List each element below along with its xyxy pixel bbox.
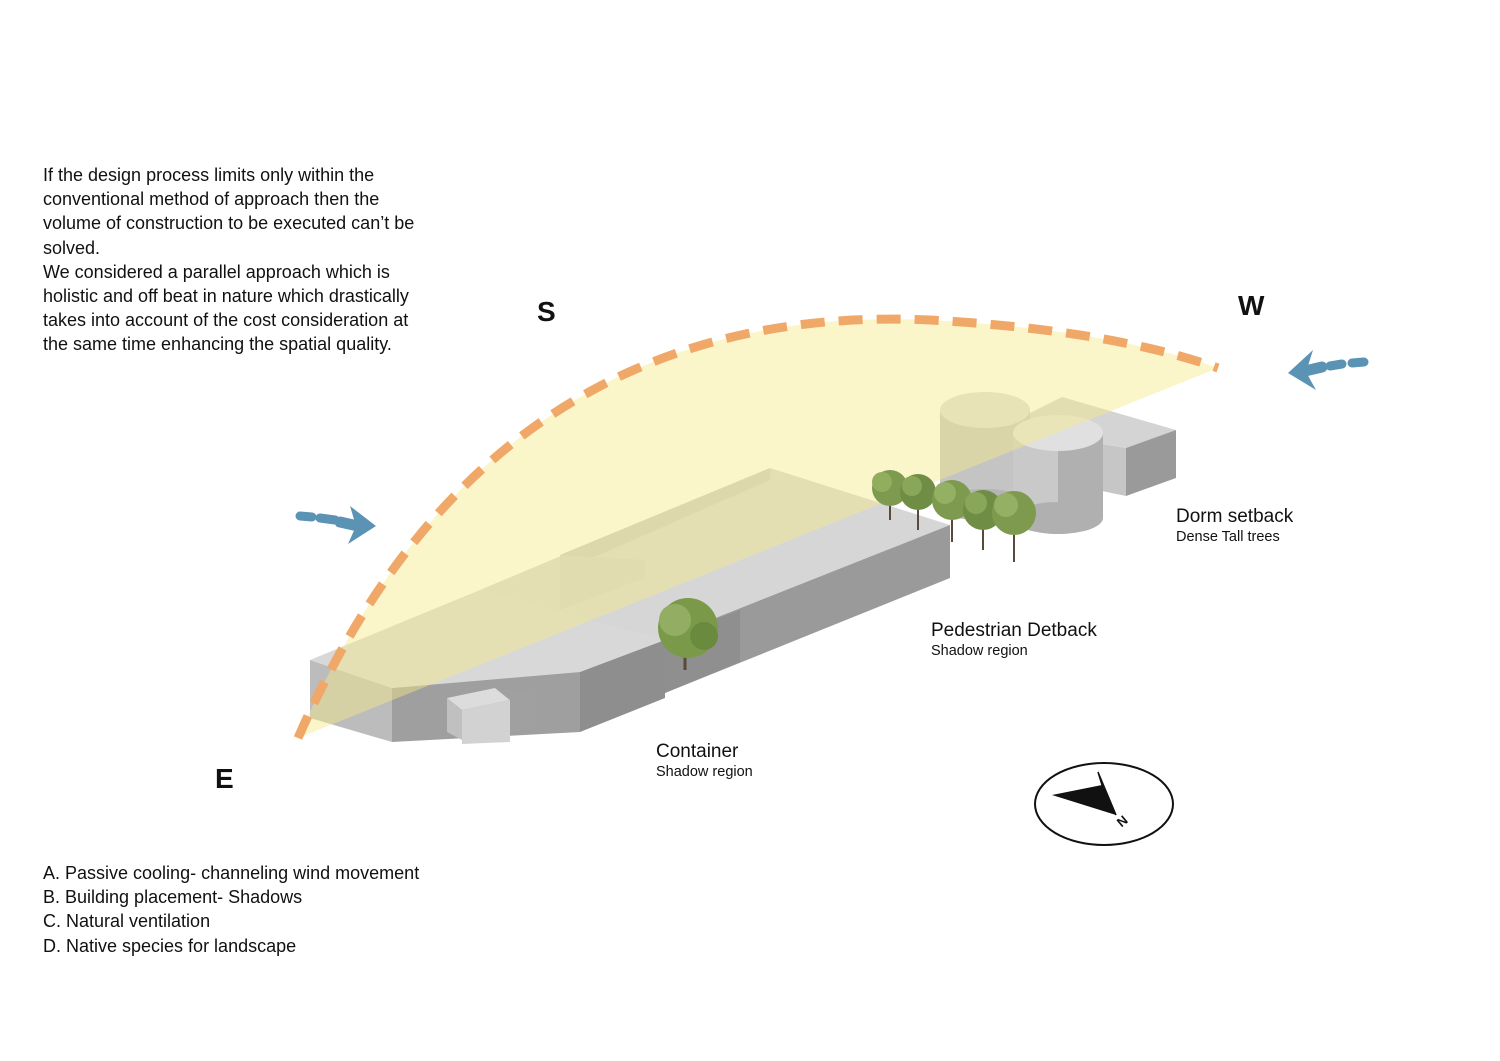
legend-item-c: C. Natural ventilation xyxy=(43,911,211,932)
label-dorm-setback: Dorm setback Dense Tall trees xyxy=(1176,506,1293,546)
label-dorm-title: Dorm setback xyxy=(1176,506,1294,527)
tree-icon xyxy=(658,598,718,670)
trees-dorm xyxy=(872,470,1036,562)
strategy-legend: A. Passive cooling- channeling wind move… xyxy=(43,861,419,958)
sun-path-area xyxy=(298,319,1218,738)
label-pedestrian-sub: Shadow region xyxy=(931,643,1028,659)
tree-icon xyxy=(932,480,972,542)
label-container-sub: Shadow region xyxy=(656,764,753,780)
label-dorm-sub: Dense Tall trees xyxy=(1176,529,1280,545)
compass-icon: N xyxy=(1034,762,1174,846)
legend-item-b: B. Building placement- Shadows xyxy=(43,887,303,908)
direction-south: S xyxy=(537,296,556,327)
wind-arrow-icon xyxy=(295,506,376,544)
label-pedestrian-title: Pedestrian Detback xyxy=(931,620,1097,641)
legend-item-d: D. Native species for landscape xyxy=(43,935,297,956)
building-main-block xyxy=(480,468,950,695)
wind-arrow-icon xyxy=(1288,350,1369,390)
label-container: Container Shadow region xyxy=(656,741,753,781)
intro-paragraph-2: We considered a parallel approach which … xyxy=(43,261,409,355)
direction-west: W xyxy=(1238,290,1265,321)
intro-paragraph-1: If the design process limits only within… xyxy=(43,165,415,258)
tree-icon xyxy=(963,490,1003,550)
sun-path-arc xyxy=(293,314,1220,740)
building-small-boxes xyxy=(447,688,536,744)
tree-icon xyxy=(872,470,908,520)
intro-text: If the design process limits only within… xyxy=(43,163,423,357)
label-container-title: Container xyxy=(656,741,739,762)
tree-icon xyxy=(992,491,1036,562)
tree-icon xyxy=(900,474,936,530)
legend-item-a: A. Passive cooling- channeling wind move… xyxy=(43,863,420,883)
compass-north-letter: N xyxy=(1114,812,1131,830)
direction-east: E xyxy=(215,763,234,794)
label-pedestrian-setback: Pedestrian Detback Shadow region xyxy=(931,620,1097,660)
